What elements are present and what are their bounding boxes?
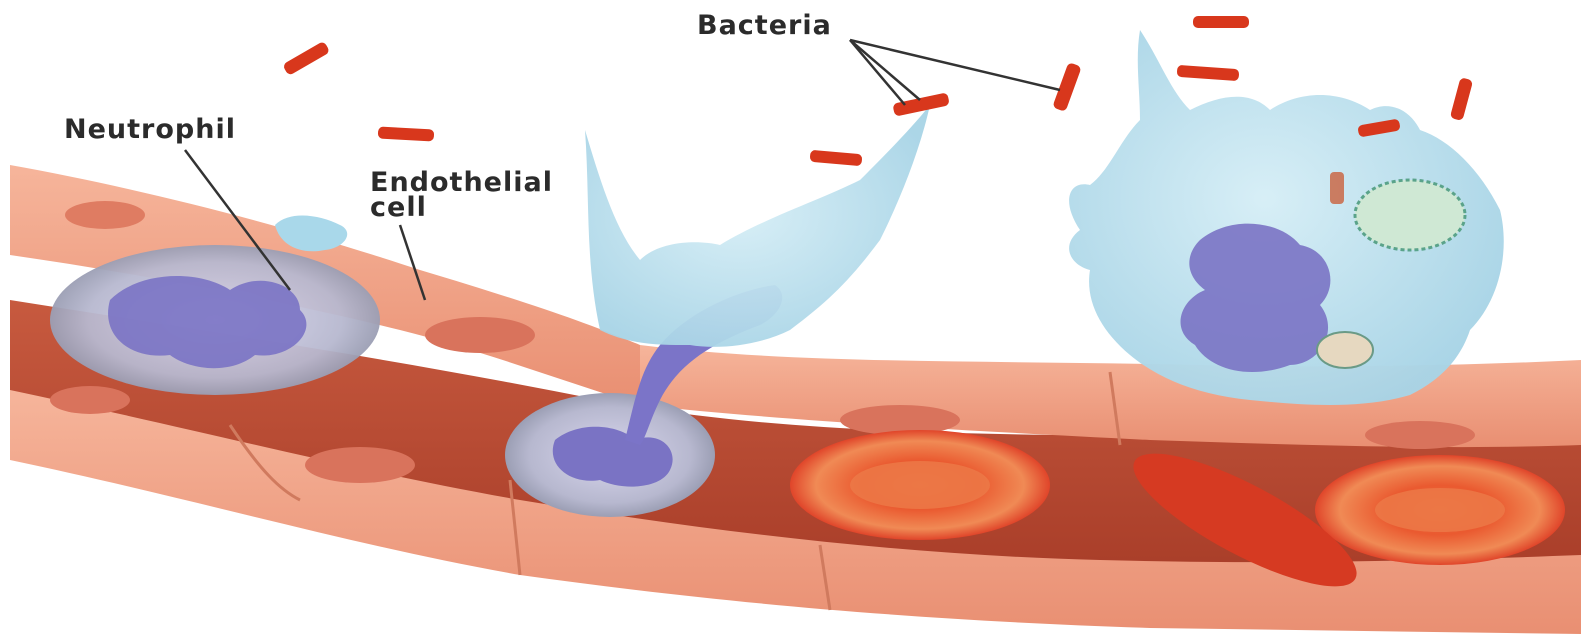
- bacterium: [1450, 77, 1473, 121]
- red-blood-cell-center: [850, 461, 990, 509]
- bacterium: [1330, 172, 1344, 204]
- bacterium: [892, 92, 949, 116]
- bacterium: [1193, 16, 1249, 28]
- endothelial-nucleus: [425, 317, 535, 353]
- phagosome: [1355, 180, 1465, 250]
- endothelial-nucleus: [50, 386, 130, 414]
- endothelial-nucleus: [840, 405, 960, 435]
- label-endothelial-line2: cell: [370, 195, 553, 220]
- label-endothelial-cell: Endothelial cell: [370, 170, 553, 220]
- bacterium: [378, 127, 435, 142]
- phagosome: [1317, 332, 1373, 368]
- endothelial-nucleus: [305, 447, 415, 483]
- leader-line-bacteria: [850, 40, 905, 105]
- label-bacteria: Bacteria: [697, 13, 832, 38]
- neutrophil-emerging-cytoplasm: [585, 105, 930, 347]
- bacterium: [1052, 62, 1082, 112]
- bacterium: [1177, 65, 1240, 81]
- leader-line-bacteria: [850, 40, 1060, 90]
- label-neutrophil: Neutrophil: [64, 117, 236, 142]
- endothelial-nucleus: [65, 201, 145, 229]
- bacterium: [810, 150, 863, 166]
- red-blood-cell-center: [1375, 488, 1505, 532]
- endothelial-nucleus: [1365, 421, 1475, 449]
- bacterium: [282, 41, 330, 76]
